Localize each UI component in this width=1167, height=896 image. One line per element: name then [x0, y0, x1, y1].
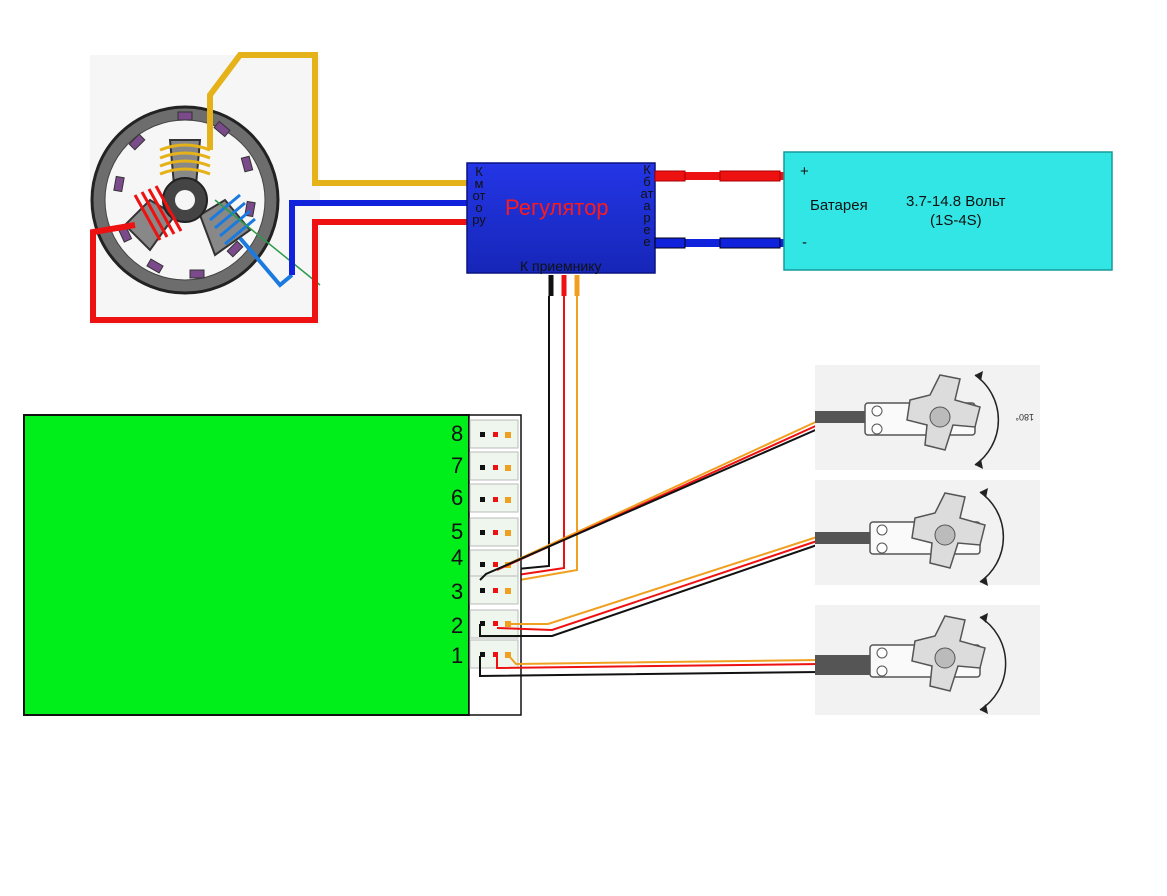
motor-icon [90, 55, 321, 325]
servo-icon-2 [815, 480, 1040, 586]
motor-wire-blue [289, 200, 468, 275]
svg-text:180°: 180° [1015, 412, 1034, 422]
receiver-channel-slots [469, 419, 519, 669]
receiver-body [23, 414, 470, 716]
battery-name: Батарея [810, 197, 868, 214]
servo-wires-ch2 [479, 535, 821, 637]
esc-body [466, 162, 656, 274]
servo-icon-1: 180° [815, 365, 1040, 470]
battery-minus-label: - [802, 234, 807, 251]
esc-motor-side-label: К мотору [472, 164, 486, 227]
channel-number: 7 [451, 453, 464, 478]
motor-wire-red [90, 219, 468, 323]
battery-cells: (1S-4S) [930, 212, 982, 229]
channel-number: 2 [451, 613, 464, 638]
servo-wires-ch4 [479, 419, 821, 581]
battery-plus-label: + [800, 163, 809, 180]
receiver-pins [480, 432, 511, 658]
esc-battery-side-label: К батарее [640, 162, 654, 249]
channel-number: 8 [451, 421, 464, 446]
motor-wire-yellow [207, 52, 468, 186]
channel-number: 6 [451, 485, 464, 510]
channel-number: 5 [451, 519, 464, 544]
esc-receiver-label: К приемнику [520, 258, 602, 274]
channel-number: 3 [451, 579, 464, 604]
channel-number: 1 [451, 643, 464, 668]
channel-number: 4 [451, 545, 464, 570]
servo-icon-3 [815, 605, 1040, 715]
esc-title: Регулятор [505, 195, 609, 220]
battery-voltage: 3.7-14.8 Вольт [906, 193, 1006, 210]
battery-body [783, 151, 1113, 271]
servo-wires-ch1 [479, 655, 821, 678]
